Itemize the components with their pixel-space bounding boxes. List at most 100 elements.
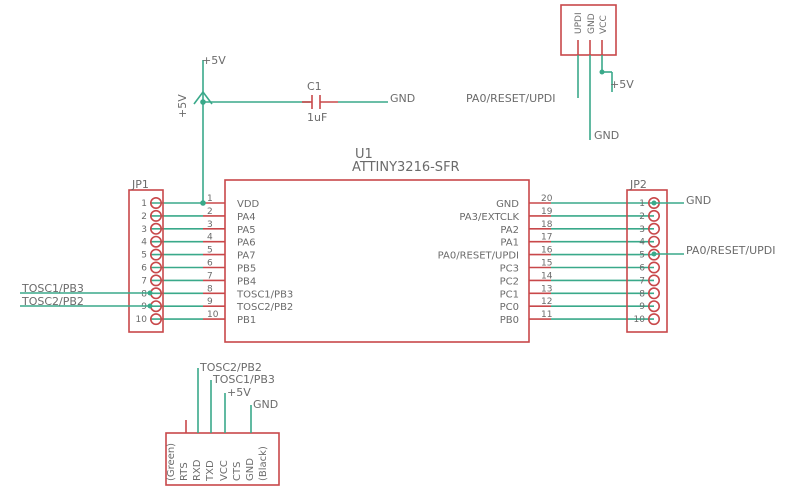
u1-pin-number: 9 xyxy=(207,297,213,307)
jp1-pin-number: 8 xyxy=(141,289,147,299)
u1-pin-name: PA3/EXTCLK xyxy=(459,212,519,223)
jp1-pin-number: 2 xyxy=(141,212,147,222)
jp1-pin-pad xyxy=(150,248,163,261)
jp1-body xyxy=(128,189,164,333)
u1-pin-name: TOSC2/PB2 xyxy=(236,302,293,313)
u1-right-pins: 20GND19PA3/EXTCLK18PA217PA116PA0/RESET/U… xyxy=(438,194,654,326)
jp2-pin-number: 3 xyxy=(639,225,645,235)
ftdi-tosc2-net-label: TOSC2/PB2 xyxy=(199,361,262,374)
u1-pin-name: PB1 xyxy=(237,315,256,326)
u1-pin-name: PC2 xyxy=(500,276,519,287)
cap-value-label: 1uF xyxy=(307,111,327,124)
u1-pin-name: PA1 xyxy=(500,238,519,249)
jp2-body xyxy=(626,189,668,333)
ftdi-gnd-net-label: GND xyxy=(253,398,278,411)
ftdi-pin-label: CTS xyxy=(232,462,243,481)
ftdi-vcc-net-label: +5V xyxy=(227,386,251,399)
u1-pin-number: 15 xyxy=(541,259,552,269)
jp2-pin-number: 6 xyxy=(639,264,645,274)
jp2-pin-pad xyxy=(647,313,660,326)
jp1-pin-pad xyxy=(150,197,163,210)
u1-pin-name: PC3 xyxy=(500,264,519,275)
updi-pin-label: VCC xyxy=(599,15,609,34)
jp1-pin-number: 7 xyxy=(141,276,147,286)
jp1-pin-pad xyxy=(150,313,163,326)
updi-pin-label: UPDI xyxy=(574,12,584,34)
jp2-pin-number: 10 xyxy=(634,315,646,325)
updi-vcc-net-label: +5V xyxy=(610,78,634,91)
u1-pin-name: PA0/RESET/UPDI xyxy=(438,251,519,262)
ftdi-body xyxy=(165,432,280,486)
u1-pin-name: PA2 xyxy=(500,225,519,236)
jp2-pin-number: 5 xyxy=(639,251,645,261)
u1-pin-number: 10 xyxy=(207,310,219,320)
u1-pin-number: 1 xyxy=(207,194,213,204)
jp2-pin-number: 4 xyxy=(639,238,645,248)
ftdi-pin-label: RXD xyxy=(192,459,203,481)
jp2-updi-net-label: PA0/RESET/UPDI xyxy=(686,244,776,257)
jp1-pin-pad xyxy=(150,222,163,235)
jp1-pin-pad xyxy=(150,261,163,274)
vcc-net-label-top: +5V xyxy=(202,54,226,67)
ftdi-pin-label: (Green) xyxy=(166,443,177,481)
u1-pin-number: 17 xyxy=(541,233,552,243)
updi-header-body xyxy=(560,4,617,56)
u1-pin-number: 12 xyxy=(541,297,552,307)
jp1-designator: JP1 xyxy=(131,178,149,191)
jp1-pin-pad xyxy=(150,235,163,248)
u1-pin-name: PA7 xyxy=(237,251,256,262)
vcc-arrow-symbol xyxy=(193,90,213,105)
jp2-pin-pad xyxy=(647,274,660,287)
u1-pin-number: 3 xyxy=(207,220,213,230)
jp1-pin-pad xyxy=(150,209,163,222)
jp2-pin-number: 1 xyxy=(639,199,645,209)
updi-gnd-net-label: GND xyxy=(594,129,619,142)
u1-pin-name: PA6 xyxy=(237,238,256,249)
u1-pin-number: 4 xyxy=(207,233,213,243)
junction-dot xyxy=(200,200,206,206)
jp1-pin-number: 5 xyxy=(141,251,147,261)
jp1-pin-pad xyxy=(150,274,163,287)
u1-pin-number: 14 xyxy=(541,271,553,281)
jp2-pin-number: 8 xyxy=(639,289,645,299)
jp2-pin-pad xyxy=(647,261,660,274)
gnd-net-label-cap: GND xyxy=(390,92,415,105)
jp1-tosc2-net-label: TOSC2/PB2 xyxy=(21,295,84,308)
power-section: +5V +5V C1 1uF GND xyxy=(176,54,415,203)
u1-pin-name: VDD xyxy=(237,199,260,210)
u1-pin-number: 8 xyxy=(207,284,213,294)
u1-part-number: ATTINY3216-SFR xyxy=(352,160,460,175)
u1-designator: U1 xyxy=(355,147,373,162)
u1-pin-name: GND xyxy=(496,199,519,210)
u1-pin-name: PA5 xyxy=(237,225,256,236)
u1-pin-number: 5 xyxy=(207,246,213,256)
jp2-pin-number: 7 xyxy=(639,276,645,286)
ftdi-pin-label: VCC xyxy=(219,460,230,481)
u1-pin-number: 2 xyxy=(207,207,213,217)
jp2-pin-pad xyxy=(647,209,660,222)
jp1-pin-number: 1 xyxy=(141,199,147,209)
jp1-pin-number: 9 xyxy=(141,302,147,312)
ftdi-pin-label: (Black) xyxy=(258,446,269,481)
u1-body xyxy=(224,179,530,343)
updi-updi-net-label: PA0/RESET/UPDI xyxy=(466,92,556,105)
junction-dot xyxy=(200,99,206,105)
u1-pin-name: TOSC1/PB3 xyxy=(236,289,293,300)
jp2-pin-pad xyxy=(647,235,660,248)
u1-pin-number: 20 xyxy=(541,194,553,204)
u1-pin-name: PB0 xyxy=(500,315,519,326)
cap-name-label: C1 xyxy=(307,80,322,93)
u1-pin-number: 18 xyxy=(541,220,553,230)
jp2-pin-number: 2 xyxy=(639,212,645,222)
jp2-pin-pad xyxy=(647,222,660,235)
u1-pin-number: 13 xyxy=(541,284,552,294)
